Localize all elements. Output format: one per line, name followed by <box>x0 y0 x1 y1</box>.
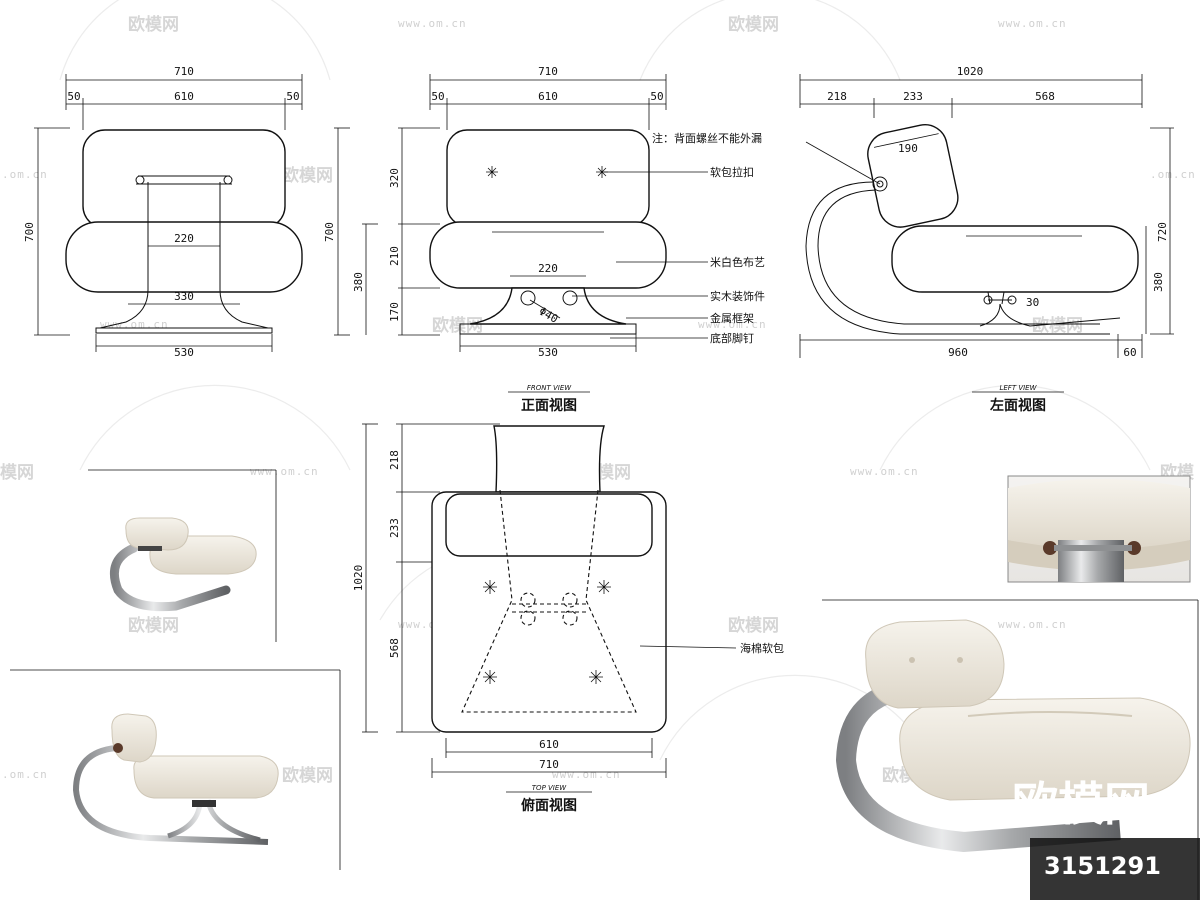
dim-right: 50 <box>650 90 663 103</box>
watermark-brand: 模网 <box>0 462 34 483</box>
dim-seg2: 233 <box>903 90 923 103</box>
watermark-brand: 欧模网 <box>128 615 179 636</box>
dim-seg1: 218 <box>827 90 847 103</box>
dim-seg2: 233 <box>388 518 401 538</box>
dim-base-depth: 960 <box>948 346 968 359</box>
watermark-url: www.om.cn <box>850 465 919 478</box>
dim-total-depth: 1020 <box>957 65 984 78</box>
callout-fabric: 米白色布艺 <box>710 255 765 269</box>
dim-inner-width: 610 <box>539 738 559 751</box>
corner-number: 3151291 <box>1044 852 1161 880</box>
dim-center: 610 <box>538 90 558 103</box>
watermark-url: www.om.cn <box>250 465 319 478</box>
watermark-url: www.om.cn <box>552 768 621 781</box>
watermark-url: www.om.cn <box>100 318 169 331</box>
photo-perspective-right: 欧模网 3151291 <box>822 599 1200 900</box>
watermark-url: www.om.cn <box>398 17 467 30</box>
watermark-brand: 欧模网 <box>282 165 333 186</box>
dim-total-depth: 1020 <box>352 565 365 592</box>
dim-base-width: 530 <box>538 346 558 359</box>
photo-detail <box>1007 475 1191 583</box>
dim-inner-width: 220 <box>174 232 194 245</box>
watermark-brand: 欧模网 <box>128 14 179 35</box>
dim-foot: 30 <box>1026 296 1039 309</box>
dim-seg1: 218 <box>388 450 401 470</box>
dim-span: 220 <box>538 262 558 275</box>
watermark-url: .om.cn <box>1150 168 1196 181</box>
watermark-brand: 欧模网 <box>728 615 779 636</box>
dim-total-width: 710 <box>174 65 194 78</box>
front-view-left: 710 50 610 50 700 220 330 530 <box>23 65 303 359</box>
callout-tufting: 软包拉扣 <box>710 165 754 179</box>
view-subtitle: FRONT VIEW <box>527 384 572 392</box>
dim-seat-height: 210 <box>388 246 401 266</box>
front-view-right: 710 50 610 50 320 210 170 380 700 2 <box>323 65 765 414</box>
dim-right: 50 <box>286 90 299 103</box>
callout-wood-trim: 实木装饰件 <box>710 289 765 303</box>
dim-base-height: 170 <box>388 302 401 322</box>
watermark-brand: 欧模网 <box>1032 315 1083 336</box>
view-title: 正面视图 <box>521 397 577 414</box>
watermark-brand: 欧模网 <box>282 765 333 786</box>
dim-height: 700 <box>23 222 36 242</box>
dim-height: 700 <box>323 222 336 242</box>
view-title: 左面视图 <box>989 397 1046 414</box>
watermark-url: .om.cn <box>2 168 48 181</box>
left-view: 1020 218 233 568 190 30 720 380 <box>799 65 1174 414</box>
watermark-url: .om.cn <box>2 768 48 781</box>
dim-total-width: 710 <box>539 758 559 771</box>
view-title: 俯面视图 <box>521 797 577 814</box>
dim-seg3: 568 <box>1035 90 1055 103</box>
watermark-url: www.om.cn <box>998 17 1067 30</box>
dim-seat-height: 380 <box>1152 272 1165 292</box>
watermark-url: www.om.cn <box>698 318 767 331</box>
dim-base-width: 530 <box>174 346 194 359</box>
dim-rear: 60 <box>1123 346 1136 359</box>
callout-sponge: 海棉软包 <box>740 641 784 655</box>
dim-left: 50 <box>431 90 444 103</box>
photo-perspective-left <box>88 469 277 642</box>
view-subtitle: LEFT VIEW <box>999 384 1037 392</box>
callout-note: 注：背面螺丝不能外漏 <box>652 131 762 145</box>
dim-base-inner: 330 <box>174 290 194 303</box>
photo-side-left <box>10 669 341 870</box>
dim-combined-height: 380 <box>352 272 365 292</box>
callout-metal-frame: 金属框架 <box>710 311 754 325</box>
top-view: 218 233 568 1020 海棉软包 610 <box>352 423 784 814</box>
dim-total-width: 710 <box>538 65 558 78</box>
dim-left: 50 <box>67 90 80 103</box>
dim-headrest: 190 <box>898 142 918 155</box>
dim-height: 720 <box>1156 222 1169 242</box>
dim-center: 610 <box>174 90 194 103</box>
dim-back-height: 320 <box>388 168 401 188</box>
view-subtitle: TOP VIEW <box>532 784 568 792</box>
callout-foot-nail: 底部脚钉 <box>710 331 754 345</box>
dim-seg3: 568 <box>388 638 401 658</box>
corner-brand: 欧模网 <box>1012 777 1150 831</box>
watermark-brand: 欧模网 <box>728 14 779 35</box>
watermark-url: www.om.cn <box>998 618 1067 631</box>
watermark-brand: 欧模网 <box>432 315 483 336</box>
